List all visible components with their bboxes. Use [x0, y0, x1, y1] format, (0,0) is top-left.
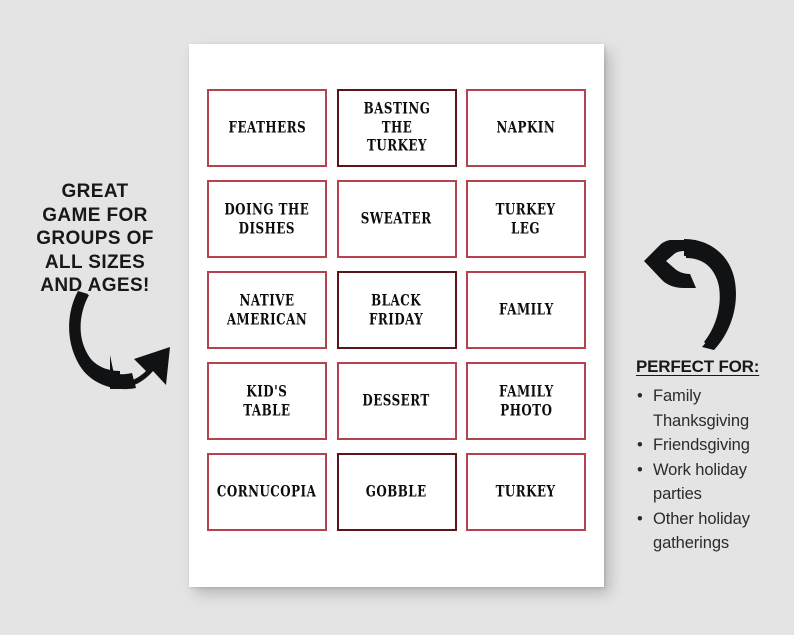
game-card-label: NAPKIN: [496, 117, 556, 137]
game-card-label: GOBBLE: [366, 481, 427, 501]
game-card: DOING THE DISHES: [207, 180, 327, 258]
list-item: • Work holiday parties: [632, 458, 794, 507]
list-item-label: Friendsgiving: [653, 436, 750, 454]
game-card-label: CORNUCOPIA: [217, 481, 317, 501]
perfect-for-list: • Family Thanksgiving • Friendsgiving • …: [632, 384, 794, 556]
game-card-label: TURKEY LEG: [496, 199, 556, 237]
list-item-label: Family Thanksgiving: [653, 387, 750, 430]
game-card-label: FEATHERS: [228, 117, 306, 137]
list-item: • Family Thanksgiving: [632, 384, 794, 433]
left-promo-panel: GREAT GAME FOR GROUPS OF ALL SIZES AND A…: [0, 180, 190, 390]
list-item: • Friendsgiving: [632, 433, 794, 458]
game-card-label: DOING THE DISHES: [224, 199, 310, 237]
game-card: CORNUCOPIA: [207, 453, 327, 531]
list-item-label: Work holiday parties: [653, 460, 747, 504]
bullet-icon: •: [637, 509, 643, 528]
game-card: DESSERT: [336, 362, 457, 440]
list-item: • Other holiday gatherings: [632, 507, 794, 556]
game-card: BASTING THE TURKEY: [336, 89, 457, 167]
game-card: FAMILY PHOTO: [466, 362, 586, 440]
game-card-label: TURKEY: [496, 481, 556, 501]
game-card: TURKEY LEG: [466, 180, 586, 258]
game-card: FEATHERS: [207, 89, 327, 167]
game-card-label: FAMILY: [498, 299, 554, 319]
bullet-icon: •: [637, 460, 643, 479]
printable-sheet: FEATHERS BASTING THE TURKEY NAPKIN DOING…: [189, 44, 604, 587]
list-item-label: Other holiday gatherings: [653, 509, 750, 553]
game-card: BLACK FRIDAY: [336, 271, 457, 349]
left-headline-text: GREAT GAME FOR GROUPS OF ALL SIZES AND A…: [36, 181, 154, 296]
game-card: FAMILY: [466, 271, 586, 349]
game-card: GOBBLE: [336, 453, 457, 531]
game-card-label: FAMILY PHOTO: [498, 381, 554, 419]
game-card: SWEATER: [336, 180, 457, 258]
game-card-label: BASTING THE TURKEY: [363, 99, 430, 156]
game-card: NAPKIN: [466, 89, 586, 167]
game-card-label: NATIVE AMERICAN: [226, 290, 308, 328]
bullet-icon: •: [637, 387, 643, 405]
game-card: KID'S TABLE: [207, 362, 327, 440]
game-card: NATIVE AMERICAN: [207, 271, 327, 349]
bullet-icon: •: [637, 436, 643, 454]
game-card-label: KID'S TABLE: [243, 381, 291, 419]
game-card-label: DESSERT: [362, 390, 431, 410]
game-card-label: BLACK FRIDAY: [369, 290, 424, 328]
game-card-label: SWEATER: [361, 208, 432, 228]
perfect-for-heading: PERFECT FOR:: [636, 357, 760, 376]
curved-arrow-up-left-icon: [640, 236, 760, 351]
game-card: TURKEY: [466, 453, 586, 531]
game-card-grid: FEATHERS BASTING THE TURKEY NAPKIN DOING…: [207, 89, 586, 531]
curved-arrow-down-right-icon: [58, 285, 178, 390]
